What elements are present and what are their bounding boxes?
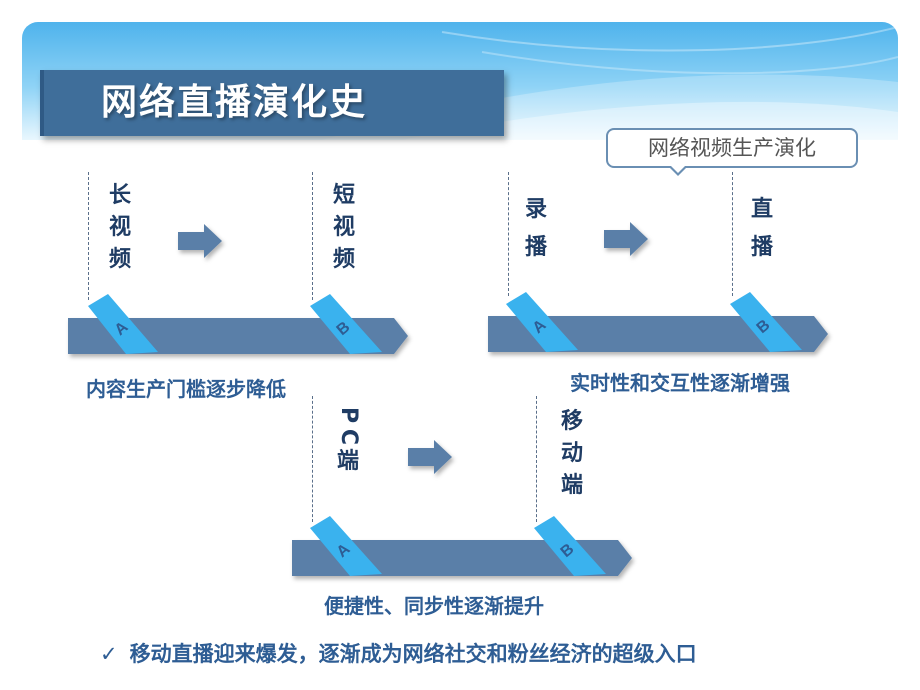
- stage1-from-label: 长视频: [108, 183, 131, 272]
- timeline-bar-2: [488, 316, 828, 352]
- stage2-to-label: 直播: [750, 197, 773, 260]
- stage3-from-label: P C 端: [336, 406, 361, 474]
- stage3-caption: 便捷性、同步性逐渐提升: [324, 594, 544, 618]
- checkmark-icon: ✓: [100, 642, 118, 666]
- marker-a-1: A: [88, 294, 158, 354]
- dashed-line: [88, 172, 89, 300]
- stage2-caption: 实时性和交互性逐渐增强: [570, 371, 790, 395]
- dashed-line: [312, 396, 313, 522]
- dashed-line: [536, 396, 537, 522]
- marker-a-2: A: [506, 292, 578, 352]
- stage1-caption: 内容生产门槛逐步降低: [86, 377, 286, 401]
- dashed-line: [312, 172, 313, 300]
- title-box: 网络直播演化史: [40, 70, 504, 136]
- marker-b-2: B: [730, 292, 802, 352]
- marker-a-3: A: [310, 516, 382, 576]
- timeline-bar-1: [68, 318, 408, 354]
- arrow-right-icon: [408, 440, 452, 474]
- marker-b-3: B: [534, 516, 606, 576]
- stage2-from-label: 录播: [524, 197, 547, 260]
- arrow-right-icon: [604, 222, 648, 256]
- stage1-to-label: 短视频: [332, 183, 355, 272]
- conclusion-text: 移动直播迎来爆发，逐渐成为网络社交和粉丝经济的超级入口: [129, 642, 697, 666]
- timeline-bar-3: [292, 540, 632, 576]
- dashed-line: [508, 172, 509, 296]
- callout-tail-inner: [670, 165, 686, 173]
- conclusion-line: ✓ 移动直播迎来爆发，逐渐成为网络社交和粉丝经济的超级入口: [100, 638, 697, 668]
- dashed-line: [732, 172, 733, 296]
- stage3-to-label: 移动端: [560, 409, 583, 498]
- callout-box: 网络视频生产演化: [606, 128, 858, 168]
- page-title: 网络直播演化史: [100, 82, 367, 123]
- arrow-right-icon: [178, 224, 222, 258]
- marker-b-1: B: [310, 294, 382, 354]
